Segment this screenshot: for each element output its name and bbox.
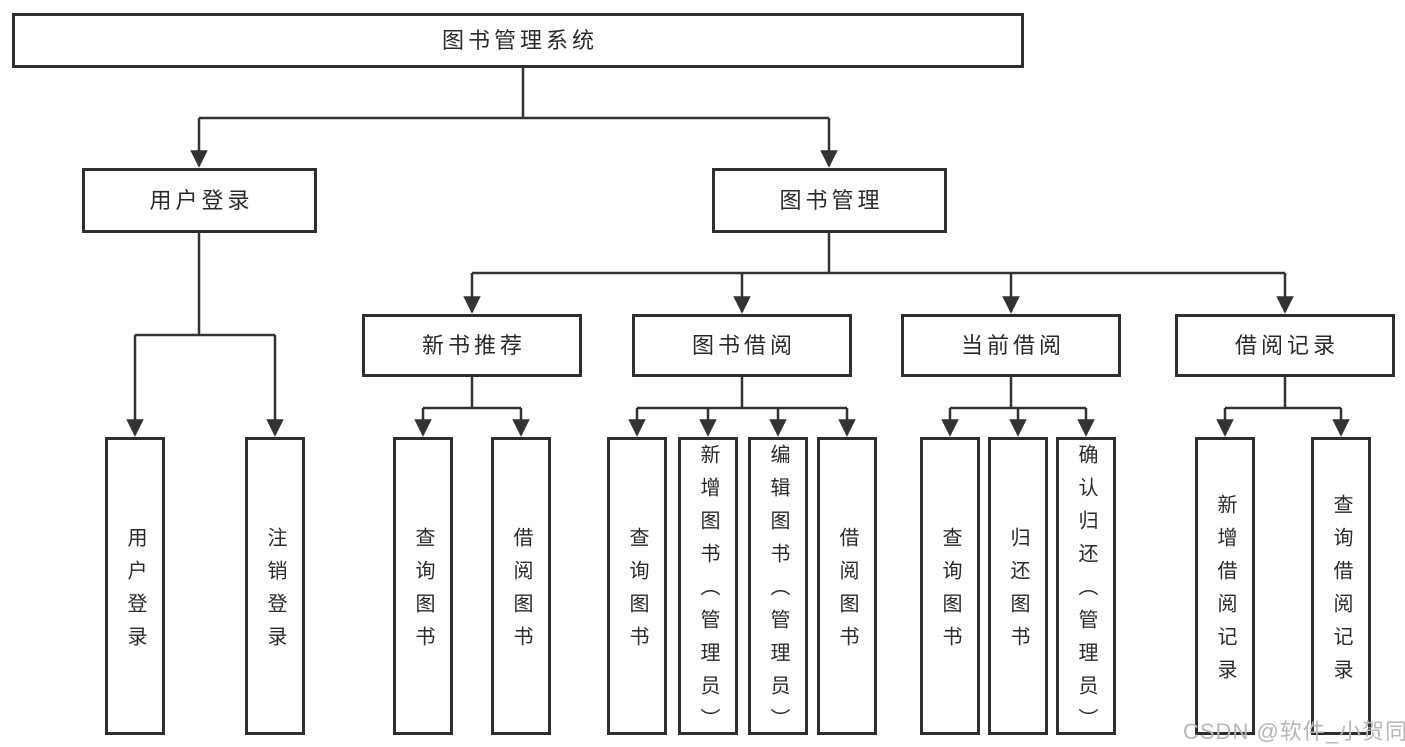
node-current-borrowing: 当前借阅 xyxy=(901,314,1121,377)
leaf-query-borrow-record: 查询借阅记录 xyxy=(1311,437,1371,735)
leaf-return-books: 归还图书 xyxy=(988,437,1048,735)
node-user-login-label: 用户登录 xyxy=(149,187,254,213)
leaf-return-books-label: 归还图书 xyxy=(1007,526,1029,659)
node-borrowing-records: 借阅记录 xyxy=(1175,314,1395,377)
node-user-login: 用户登录 xyxy=(82,168,317,233)
leaf-logout-label: 注销登录 xyxy=(264,526,286,659)
leaf-query-books-2-label: 查询图书 xyxy=(626,526,648,659)
leaf-borrow-books-1-label: 借阅图书 xyxy=(510,526,532,659)
leaf-query-books-2: 查询图书 xyxy=(607,437,667,735)
leaf-edit-books-admin-label: 编辑图书（管理员） xyxy=(767,444,789,741)
leaf-borrow-books-2-label: 借阅图书 xyxy=(836,526,858,659)
node-borrowing-records-label: 借阅记录 xyxy=(1234,332,1339,358)
leaf-confirm-return-admin: 确认归还（管理员） xyxy=(1056,437,1116,741)
leaf-logout: 注销登录 xyxy=(245,437,305,735)
leaf-query-books-3: 查询图书 xyxy=(920,437,980,735)
node-book-management-label: 图书管理 xyxy=(779,187,884,213)
leaf-borrow-books-1: 借阅图书 xyxy=(491,437,551,735)
leaf-add-books-admin: 新增图书（管理员） xyxy=(678,437,738,741)
node-new-book-recommend: 新书推荐 xyxy=(362,314,582,377)
leaf-add-borrow-record: 新增借阅记录 xyxy=(1195,437,1255,735)
csdn-watermark: CSDN @软件_小贺同学 xyxy=(1183,719,1405,744)
leaf-confirm-return-admin-label: 确认归还（管理员） xyxy=(1075,444,1097,741)
leaf-add-books-admin-label: 新增图书（管理员） xyxy=(697,444,719,741)
leaf-query-books-3-label: 查询图书 xyxy=(939,526,961,659)
leaf-add-borrow-record-label: 新增借阅记录 xyxy=(1214,493,1236,692)
leaf-query-borrow-record-label: 查询借阅记录 xyxy=(1330,493,1352,692)
leaf-user-login: 用户登录 xyxy=(105,437,165,735)
node-root: 图书管理系统 xyxy=(12,13,1024,68)
node-book-borrowing-label: 图书借阅 xyxy=(691,332,796,358)
leaf-query-books-1-label: 查询图书 xyxy=(412,526,434,659)
leaf-borrow-books-2: 借阅图书 xyxy=(817,437,877,735)
node-book-borrowing: 图书借阅 xyxy=(632,314,852,377)
node-root-label: 图书管理系统 xyxy=(441,27,598,53)
node-new-book-recommend-label: 新书推荐 xyxy=(421,332,526,358)
node-current-borrowing-label: 当前借阅 xyxy=(960,332,1065,358)
leaf-query-books-1: 查询图书 xyxy=(393,437,453,735)
node-book-management: 图书管理 xyxy=(712,168,947,233)
leaf-edit-books-admin: 编辑图书（管理员） xyxy=(748,437,808,741)
leaf-user-login-label: 用户登录 xyxy=(124,526,146,659)
